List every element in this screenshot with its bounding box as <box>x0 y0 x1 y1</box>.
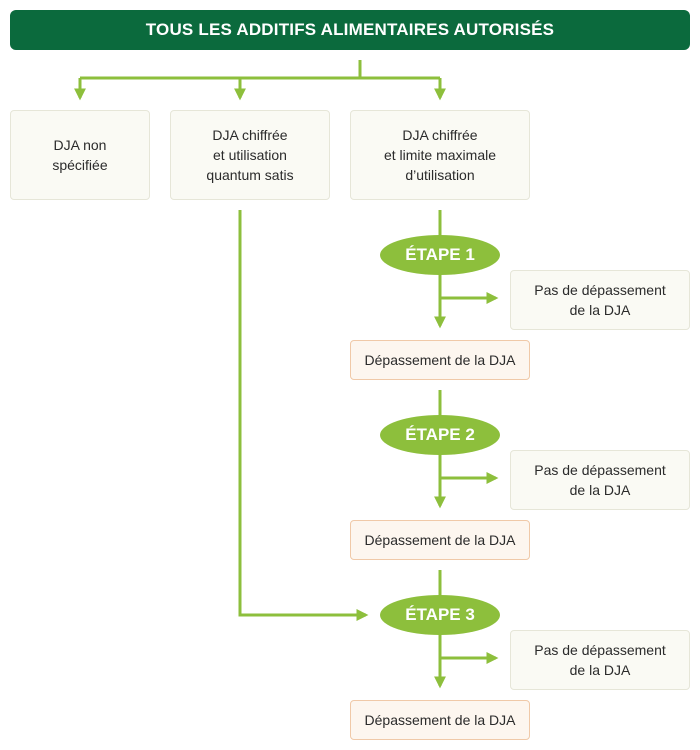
category-line: et limite maximale <box>383 147 497 163</box>
step-1-node: ÉTAPE 1 <box>380 235 500 275</box>
category-line: et utilisation <box>213 147 287 163</box>
category-dja-limite-maximale: DJA chiffrée et limite maximale d’utilis… <box>350 110 530 200</box>
no-exceed-line: Pas de dépassement <box>534 642 666 658</box>
no-exceed-line: de la DJA <box>569 302 631 318</box>
step-2-node: ÉTAPE 2 <box>380 415 500 455</box>
category-line: DJA chiffrée <box>402 127 478 143</box>
step-3-no-exceed: Pas de dépassement de la DJA <box>510 630 690 690</box>
step-2-exceed: Dépassement de la DJA <box>350 520 530 560</box>
step-2-no-exceed: Pas de dépassement de la DJA <box>510 450 690 510</box>
no-exceed-line: de la DJA <box>569 662 631 678</box>
step-3-node: ÉTAPE 3 <box>380 595 500 635</box>
step-3-exceed: Dépassement de la DJA <box>350 700 530 740</box>
no-exceed-line: Pas de dépassement <box>534 462 666 478</box>
category-line: DJA chiffrée <box>212 127 288 143</box>
no-exceed-line: de la DJA <box>569 482 631 498</box>
category-line: DJA non <box>53 137 107 153</box>
step-1-no-exceed: Pas de dépassement de la DJA <box>510 270 690 330</box>
page-title: TOUS LES ADDITIFS ALIMENTAIRES AUTORISÉS <box>10 10 690 50</box>
category-dja-quantum-satis: DJA chiffrée et utilisation quantum sati… <box>170 110 330 200</box>
quantum-satis-path <box>238 210 369 621</box>
step-1-exceed: Dépassement de la DJA <box>350 340 530 380</box>
category-line: quantum satis <box>206 167 294 183</box>
category-line: spécifiée <box>52 157 108 173</box>
no-exceed-line: Pas de dépassement <box>534 282 666 298</box>
category-line: d’utilisation <box>405 167 475 183</box>
category-dja-non-specifiee: DJA non spécifiée <box>10 110 150 200</box>
